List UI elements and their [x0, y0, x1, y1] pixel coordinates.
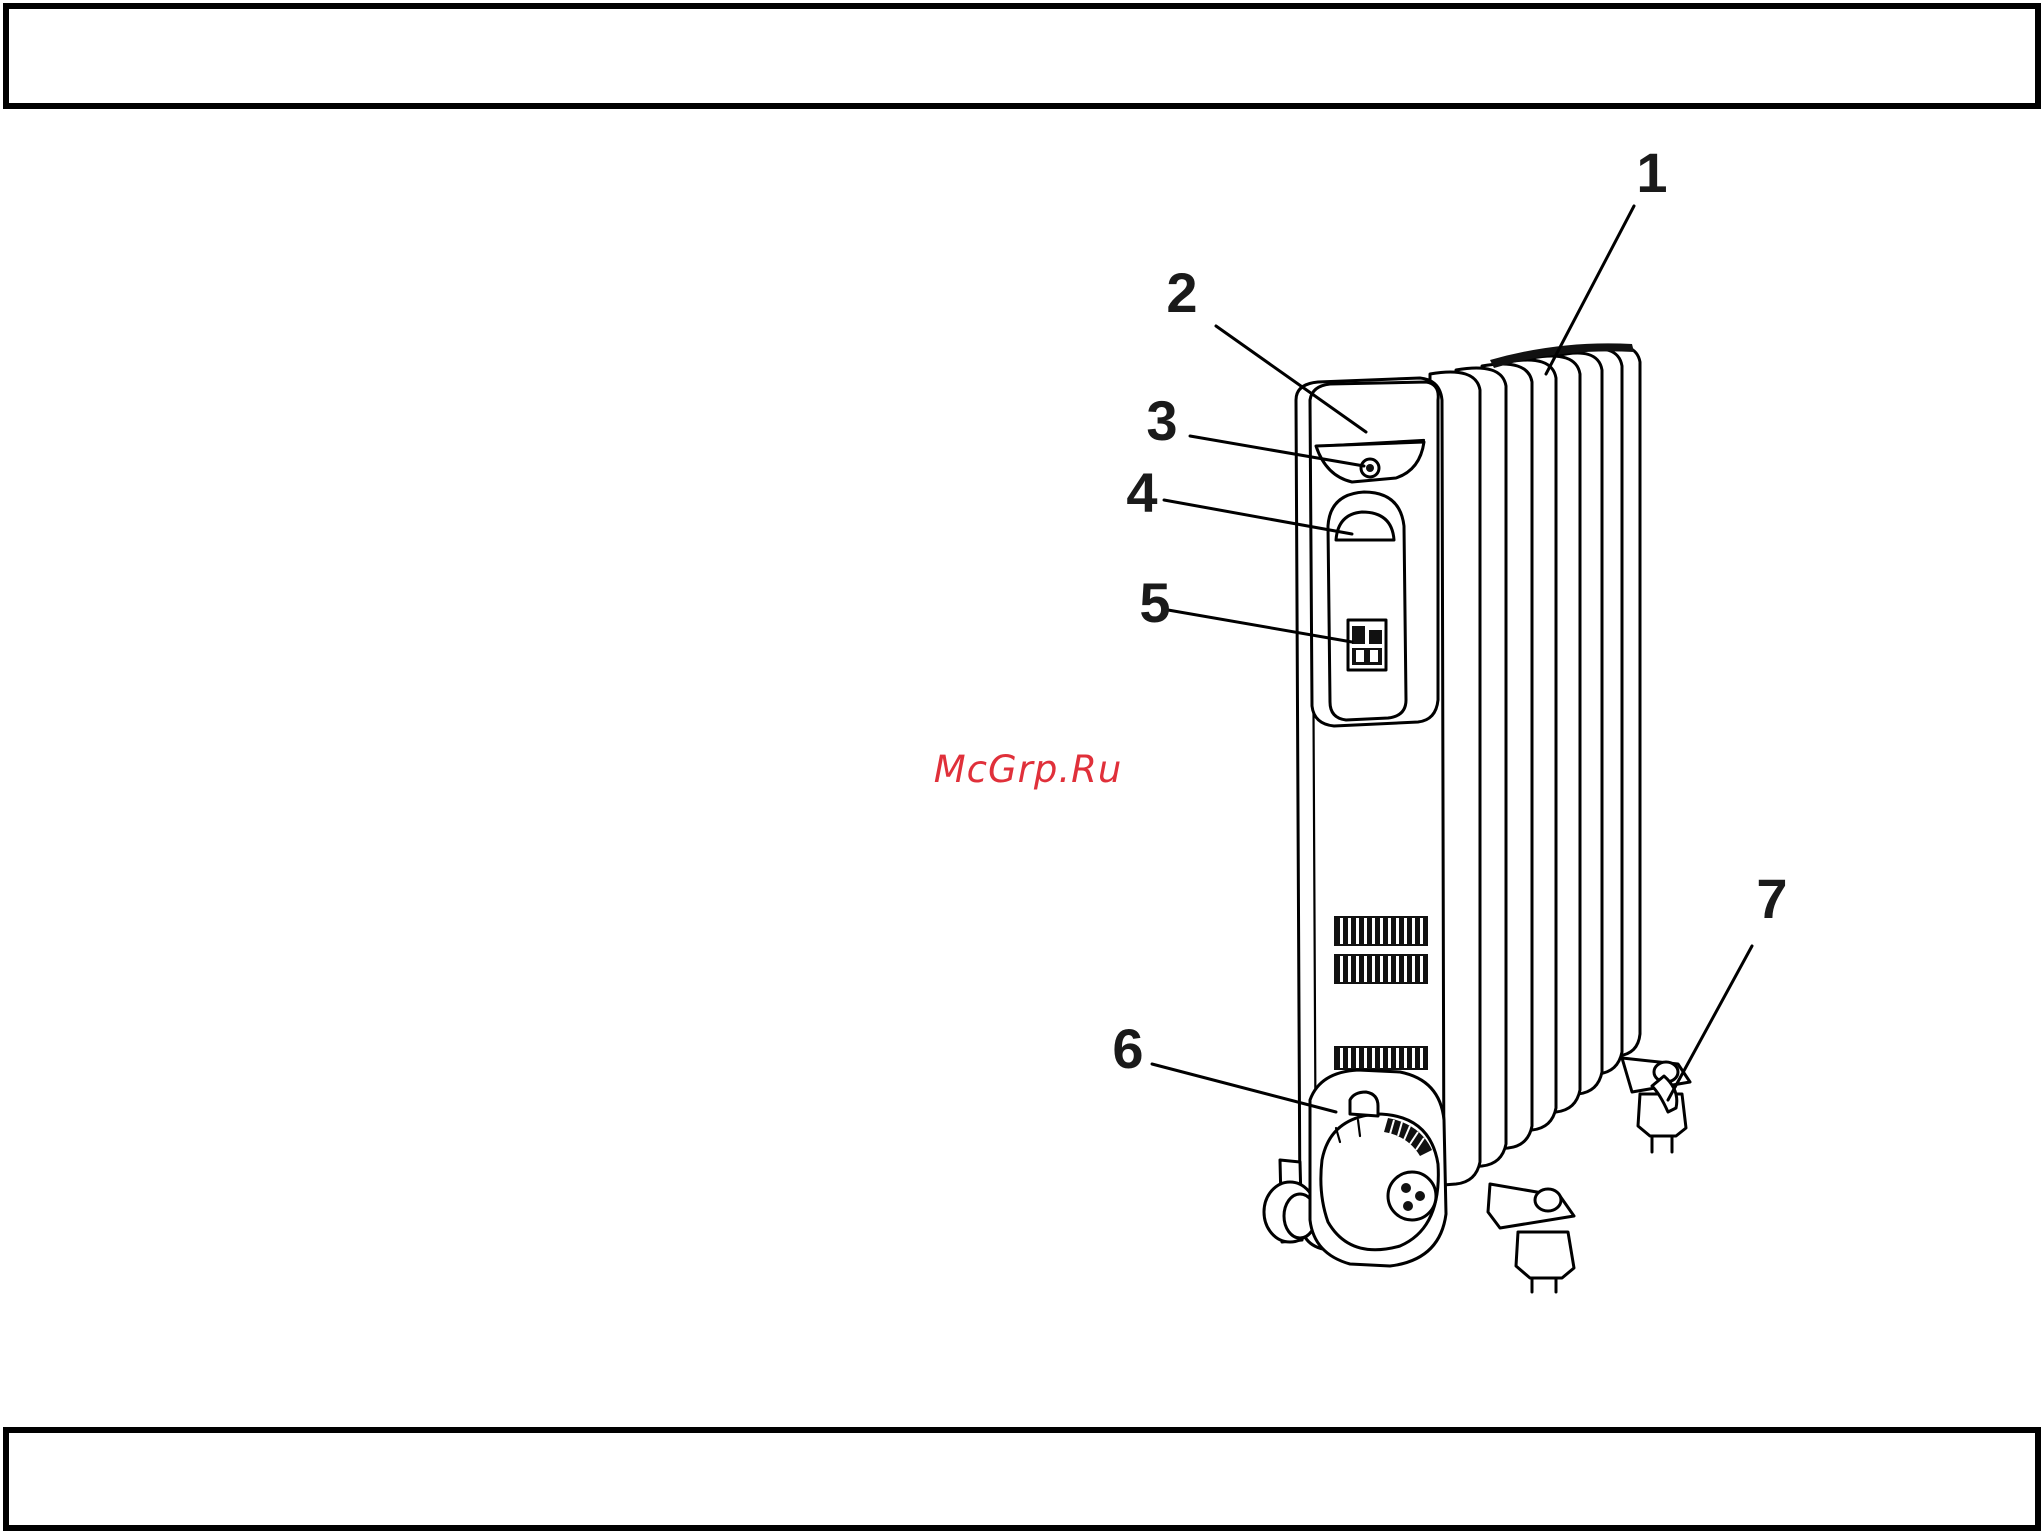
carry-handle	[1328, 492, 1406, 720]
callout-3: 3	[1146, 389, 1177, 452]
vent-grille-lower	[1334, 1046, 1428, 1070]
watermark-text: McGrp.Ru	[934, 748, 1123, 791]
callout-1: 1	[1636, 141, 1667, 204]
power-switch	[1348, 620, 1386, 670]
leader-line-2	[1216, 326, 1366, 432]
oil-heater-illustration	[1264, 343, 1690, 1292]
callout-4: 4	[1126, 461, 1157, 524]
callout-5: 5	[1139, 571, 1170, 634]
callout-7: 7	[1756, 867, 1787, 930]
indicator-lamp	[1361, 459, 1379, 477]
callout-6: 6	[1112, 1017, 1143, 1080]
leader-line-7	[1668, 946, 1752, 1100]
thermostat-knob	[1310, 1070, 1446, 1266]
radiator-fins	[1430, 343, 1640, 1186]
front-caster-right	[1488, 1184, 1574, 1292]
rear-caster-right	[1622, 1058, 1690, 1152]
callout-2: 2	[1166, 261, 1197, 324]
